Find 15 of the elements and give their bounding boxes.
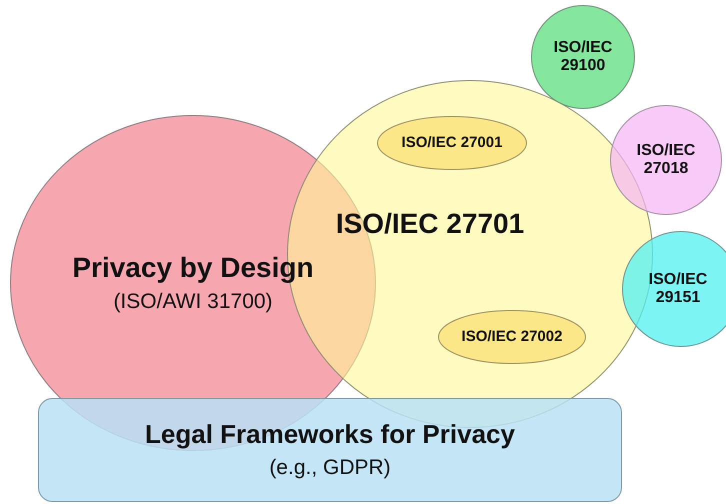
node-title: ISO/IEC 27001 [402, 134, 502, 152]
ellipse-node [438, 310, 586, 364]
ellipse-node [531, 5, 635, 109]
rounded-panel [38, 398, 622, 502]
node-subtitle: (e.g., GDPR) [269, 456, 391, 480]
node-title: Legal Frameworks for Privacy [145, 420, 515, 450]
node-title: ISO/IEC 27701 [336, 208, 524, 240]
ellipse-node [377, 116, 527, 170]
node-subtitle: (ISO/AWI 31700) [113, 290, 273, 314]
node-title: Privacy by Design [72, 252, 314, 284]
node-title: ISO/IEC 27018 [636, 142, 696, 178]
ellipse-node [610, 105, 722, 215]
node-title: ISO/IEC 29100 [552, 38, 614, 76]
node-title: ISO/IEC 29151 [648, 270, 708, 308]
node-title: ISO/IEC 27002 [462, 328, 562, 346]
